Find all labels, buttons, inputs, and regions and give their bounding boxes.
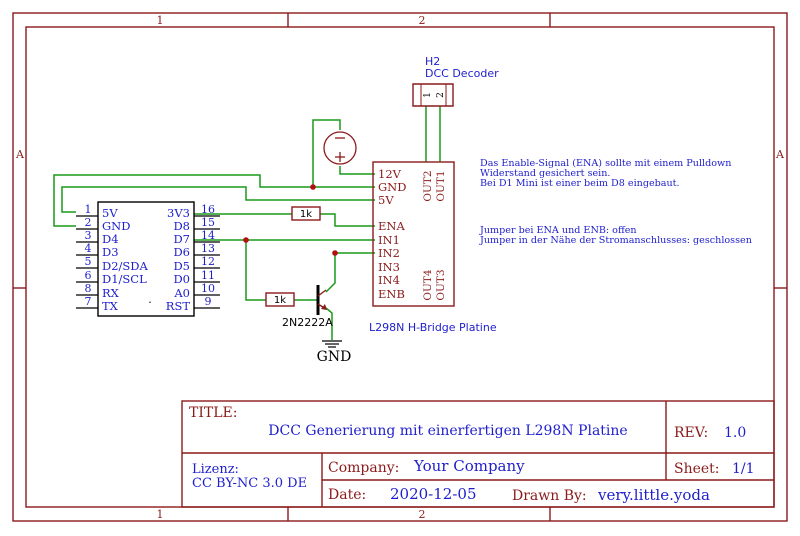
frame-row-a-left: A bbox=[15, 148, 25, 161]
d1-pin-d2: D2/SDA bbox=[102, 259, 149, 273]
frame-col-2-top: 2 bbox=[419, 14, 426, 27]
junction-gnd bbox=[310, 184, 316, 190]
company-value: Your Company bbox=[413, 457, 525, 475]
l298n-out3: OUT3 bbox=[435, 269, 447, 300]
d1-right-num-12: 12 bbox=[201, 255, 215, 268]
enable-note: Das Enable-Signal (ENA) sollte mit einem… bbox=[480, 158, 731, 189]
drawn-by-label: Drawn By: bbox=[512, 488, 587, 504]
d1-dot: · bbox=[148, 296, 152, 309]
l298n-pin-in4: IN4 bbox=[378, 273, 400, 287]
l298n-pin-in2: IN2 bbox=[378, 246, 400, 260]
d1-mini-module: 1 2 3 4 5 6 8 7 5V GND D4 D3 D2/SDA D1/S… bbox=[76, 201, 220, 317]
d1-left-num-6: 6 bbox=[85, 269, 92, 282]
d1-right-num-10: 10 bbox=[201, 282, 215, 295]
d1-pin-rx: RX bbox=[102, 286, 120, 300]
d1-right-num-13: 13 bbox=[201, 242, 215, 255]
h2-ref: H2 bbox=[425, 55, 440, 68]
license-label: Lizenz: bbox=[192, 462, 239, 477]
wires bbox=[53, 106, 441, 340]
l298n-out1: OUT1 bbox=[435, 170, 447, 201]
frame-col-1-bottom: 1 bbox=[157, 508, 164, 521]
l298n-pin-in3: IN3 bbox=[378, 260, 400, 274]
enable-note-line-1: Das Enable-Signal (ENA) sollte mit einem… bbox=[480, 158, 731, 169]
ground-symbol bbox=[322, 340, 342, 348]
enable-note-line-3: Bei D1 Mini ist einer beim D8 eingebaut. bbox=[480, 178, 680, 189]
d1-pin-d7: D7 bbox=[173, 232, 190, 246]
d1-pin-d5: D5 bbox=[173, 259, 190, 273]
d1-pin-tx: TX bbox=[102, 299, 119, 313]
l298n-pin-in1: IN1 bbox=[378, 233, 400, 247]
d1-left-num-4: 4 bbox=[85, 242, 92, 255]
l298n-module: 12V GND 5V ENA IN1 IN2 IN3 IN4 ENB OUT2 … bbox=[369, 161, 497, 334]
transistor-label: 2N2222A bbox=[282, 316, 333, 329]
rev-label: REV: bbox=[674, 425, 708, 441]
jumper-note: Jumper bei ENA und ENB: offen Jumper in … bbox=[479, 225, 752, 246]
resistor-top: 1k bbox=[291, 206, 321, 221]
frame-row-a-right: A bbox=[775, 148, 785, 161]
sheet-label: Sheet: bbox=[674, 461, 720, 477]
h2-pin-2: 2 bbox=[436, 92, 446, 98]
junction-d7 bbox=[243, 237, 249, 243]
l298n-pin-12v: 12V bbox=[378, 167, 402, 181]
power-source-symbol bbox=[323, 131, 357, 165]
sheet-value: 1/1 bbox=[732, 461, 755, 477]
d1-right-num-14: 14 bbox=[201, 229, 215, 242]
d1-pin-d3: D3 bbox=[102, 245, 119, 259]
h2-pin-1: 1 bbox=[423, 92, 433, 98]
resistor-bottom-value: 1k bbox=[274, 295, 286, 306]
l298n-pin-gnd: GND bbox=[378, 180, 406, 194]
frame-col-2-bottom: 2 bbox=[419, 508, 426, 521]
d1-pin-5v: 5V bbox=[102, 206, 118, 220]
date-label: Date: bbox=[328, 487, 366, 503]
d1-left-num-8: 7 bbox=[85, 295, 92, 308]
d1-pin-gnd: GND bbox=[102, 219, 130, 233]
d1-pin-d8: D8 bbox=[173, 219, 190, 233]
junction-in2 bbox=[332, 250, 338, 256]
ground-label: GND bbox=[317, 349, 352, 365]
d1-pin-a0: A0 bbox=[173, 286, 190, 300]
l298n-pin-ena: ENA bbox=[378, 219, 405, 233]
l298n-out2: OUT2 bbox=[422, 170, 434, 201]
l298n-out4: OUT4 bbox=[422, 269, 434, 300]
d1-right-num-16: 16 bbox=[201, 203, 215, 216]
l298n-pin-enb: ENB bbox=[378, 287, 405, 301]
h2-connector: H2 DCC Decoder 1 2 bbox=[412, 55, 499, 107]
d1-left-num-7: 8 bbox=[85, 282, 92, 295]
title-block bbox=[181, 400, 775, 508]
d1-pin-d6: D6 bbox=[173, 245, 190, 259]
d1-left-num-3: 3 bbox=[85, 229, 92, 242]
company-label: Company: bbox=[328, 460, 399, 476]
title-value: DCC Generierung mit einerfertigen L298N … bbox=[268, 423, 627, 439]
resistor-top-value: 1k bbox=[300, 209, 312, 220]
d1-left-num-2: 2 bbox=[85, 216, 92, 229]
d1-right-num-11: 11 bbox=[201, 269, 215, 282]
d1-pin-3v3: 3V3 bbox=[167, 206, 190, 220]
jumper-note-line-1: Jumper bei ENA und ENB: offen bbox=[479, 225, 637, 236]
l298n-pin-5v: 5V bbox=[378, 193, 394, 207]
d1-pin-d4: D4 bbox=[102, 232, 119, 246]
frame-col-1-top: 1 bbox=[157, 14, 164, 27]
d1-left-num-5: 5 bbox=[85, 255, 92, 268]
license-value: CC BY-NC 3.0 DE bbox=[192, 476, 307, 491]
title-label: TITLE: bbox=[189, 405, 237, 421]
d1-pin-d0: D0 bbox=[173, 272, 190, 286]
h2-value: DCC Decoder bbox=[425, 67, 499, 80]
d1-pin-rst: RST bbox=[166, 299, 191, 313]
transistor-2n2222a: 2N2222A bbox=[282, 285, 333, 329]
d1-pin-d1: D1/SCL bbox=[102, 272, 147, 286]
enable-note-line-2: Widerstand gesichert sein. bbox=[480, 168, 610, 179]
l298n-label: L298N H-Bridge Platine bbox=[369, 321, 497, 334]
jumper-note-line-2: Jumper in der Nähe der Stromanschlusses:… bbox=[479, 235, 752, 246]
date-value: 2020-12-05 bbox=[390, 485, 476, 503]
d1-right-num-15: 15 bbox=[201, 216, 215, 229]
drawn-by-value: very.little.yoda bbox=[597, 486, 710, 504]
resistor-bottom: 1k bbox=[265, 292, 295, 307]
d1-left-num-1: 1 bbox=[85, 203, 92, 216]
d1-right-num-9: 9 bbox=[205, 295, 212, 308]
rev-value: 1.0 bbox=[724, 425, 746, 441]
